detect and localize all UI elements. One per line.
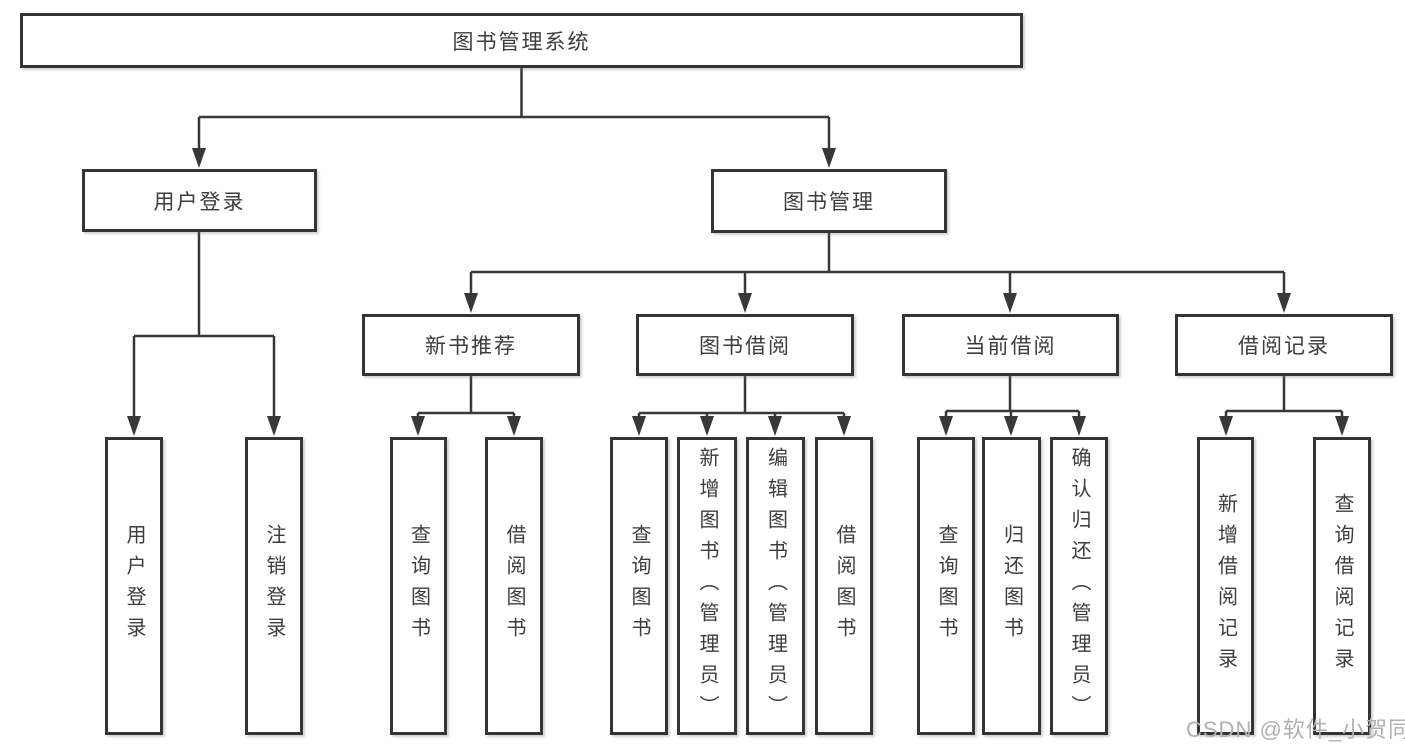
watermark: CSDN @软件_小贺同学 bbox=[1186, 717, 1405, 742]
leaf-query-books-borrowing: 查询图书 bbox=[610, 437, 668, 735]
leaf-confirm-return-admin: 确认归还（管理员） bbox=[1050, 437, 1108, 735]
node-library-management-system: 图书管理系统 bbox=[20, 13, 1023, 68]
arrowheads bbox=[127, 148, 1349, 436]
leaf-user-login: 用户登录 bbox=[105, 437, 163, 735]
node-current-borrowing: 当前借阅 bbox=[902, 314, 1119, 376]
node-book-management: 图书管理 bbox=[711, 169, 947, 233]
leaf-query-books-current: 查询图书 bbox=[917, 437, 975, 735]
leaf-add-books-admin: 新增图书（管理员） bbox=[677, 437, 737, 735]
node-book-borrowing: 图书借阅 bbox=[636, 314, 854, 376]
node-user-login: 用户登录 bbox=[82, 169, 317, 232]
leaf-borrow-books-recommend: 借阅图书 bbox=[485, 437, 543, 735]
node-new-book-recommend: 新书推荐 bbox=[362, 314, 580, 376]
leaf-edit-books-admin: 编辑图书（管理员） bbox=[746, 437, 805, 735]
leaf-return-books: 归还图书 bbox=[982, 437, 1041, 735]
elbow-lines bbox=[132, 68, 1344, 420]
node-borrowing-records: 借阅记录 bbox=[1175, 314, 1393, 376]
leaf-query-borrow-record: 查询借阅记录 bbox=[1313, 437, 1371, 735]
leaf-add-borrow-record: 新增借阅记录 bbox=[1197, 437, 1254, 735]
leaf-borrow-books: 借阅图书 bbox=[815, 437, 873, 735]
leaf-logout: 注销登录 bbox=[245, 437, 303, 735]
leaf-query-books-recommend: 查询图书 bbox=[390, 437, 447, 735]
